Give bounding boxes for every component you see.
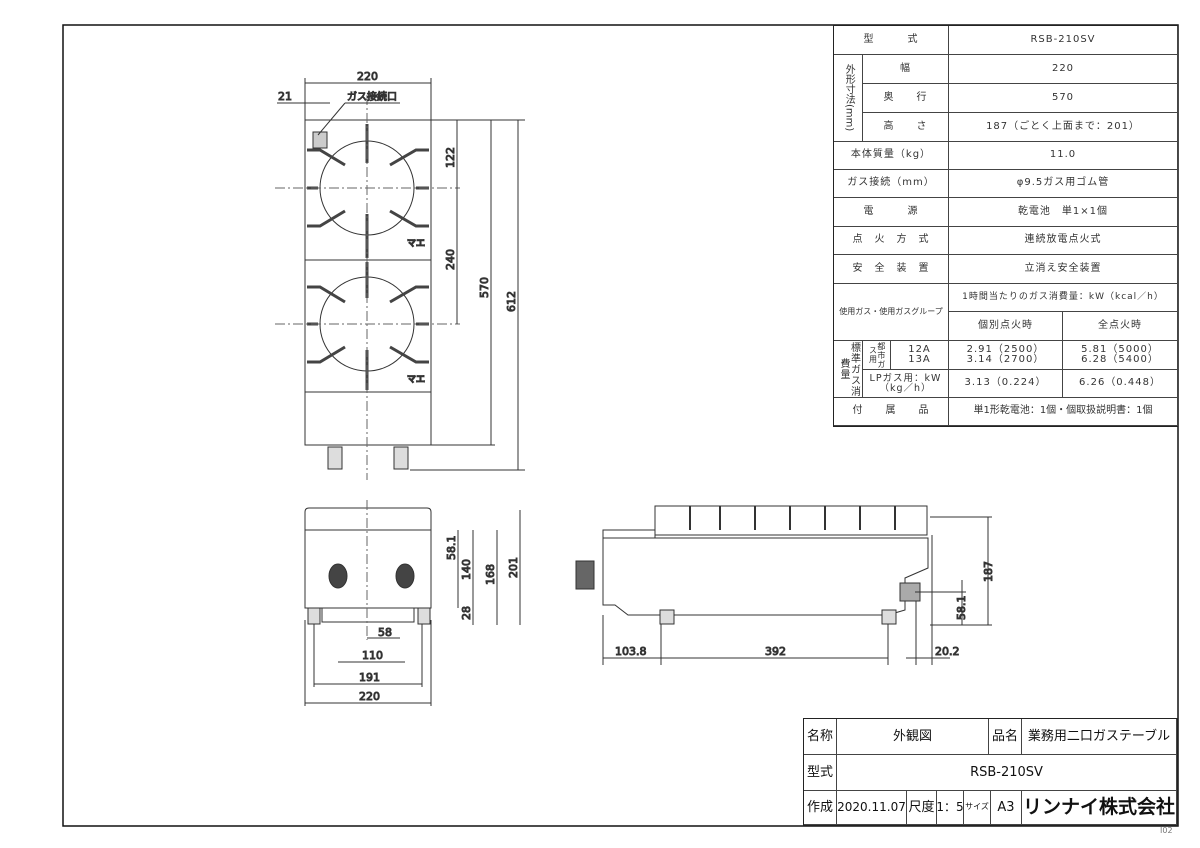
side-view: 103.8 392 20.2 187 58.1 [575, 505, 996, 665]
value-gas-conn: φ9.5ガス用ゴム管 [949, 170, 1178, 198]
dim-122: 122 [444, 147, 457, 168]
label-ignition: 点 火 方 式 [834, 227, 949, 255]
value-model-tb: RSB-210SV [837, 755, 1177, 791]
label-gas-conn: ガス接続（mm） [834, 170, 949, 198]
label-scale: 尺度 [907, 791, 937, 825]
dim-612: 612 [505, 291, 518, 312]
label-individual: 個別点火時 [949, 312, 1063, 341]
value-width: 220 [949, 55, 1178, 84]
dim-28: 28 [460, 606, 473, 620]
value-name: 外観図 [837, 719, 989, 755]
value-depth: 570 [949, 84, 1178, 113]
dim-140: 140 [460, 559, 473, 580]
value-model: RSB-210SV [949, 26, 1178, 55]
label-accessories: 付 属 品 [834, 398, 949, 426]
title-block: 名称 外観図 品名 業務用二口ガステーブル 型式 RSB-210SV 作成 20… [803, 718, 1178, 826]
label-city-gas: 都市ガス用 [863, 341, 891, 370]
spec-table: 型 式 RSB-210SV 外形寸法(mm) 幅 220 奥 行 570 高 さ… [833, 25, 1178, 427]
sheet-code: I02 [1160, 826, 1173, 835]
dim-58-1: 58.1 [445, 536, 458, 561]
company-name: リンナイ株式会社 [1022, 791, 1177, 825]
dim-168: 168 [484, 564, 497, 585]
label-dims-group: 外形寸法(mm) [834, 55, 863, 142]
dim-103-8: 103.8 [615, 645, 647, 658]
front-view: 58.1 140 168 201 28 58 110 191 220 [304, 500, 521, 706]
dim-110: 110 [362, 649, 383, 662]
dim-offset: 21 [278, 90, 292, 103]
value-safety: 立消え安全装置 [949, 255, 1178, 284]
burner-mark: マエ [407, 239, 425, 249]
value-mass: 11.0 [949, 142, 1178, 170]
dim-187: 187 [982, 561, 995, 582]
label-height: 高 さ [863, 113, 949, 142]
value-scale: 1：5 [936, 791, 964, 825]
label-all: 全点火時 [1063, 312, 1178, 341]
dim-201: 201 [507, 557, 520, 578]
sheet-frame [62, 24, 1179, 827]
label-lp-gas: LPガス用：kW （kg／h） [863, 370, 949, 398]
label-model-tb: 型式 [804, 755, 837, 791]
city-individual: 2.91（2500） 3.14（2700） [949, 341, 1063, 370]
gas-inlet-label: ガス接続口 [347, 90, 397, 103]
label-model: 型 式 [834, 26, 949, 55]
dim-58-1-side: 58.1 [955, 596, 968, 621]
label-size: サイズ [964, 791, 991, 825]
burner-mark: マエ [407, 375, 425, 385]
dim-392: 392 [765, 645, 786, 658]
lp-all: 6.26（0.448） [1063, 370, 1178, 398]
value-date: 2020.11.07 [837, 791, 907, 825]
dim-20-2: 20.2 [935, 645, 960, 658]
label-depth: 奥 行 [863, 84, 949, 113]
value-height: 187（ごとく上面まで：201） [949, 113, 1178, 142]
label-mass: 本体質量（kg） [834, 142, 949, 170]
dim-220: 220 [359, 690, 380, 703]
label-power: 電 源 [834, 198, 949, 227]
dim-191: 191 [359, 671, 380, 684]
label-std-gas: 標準ガス消費量 [834, 341, 863, 398]
lp-individual: 3.13（0.224） [949, 370, 1063, 398]
value-size: A3 [991, 791, 1022, 825]
label-gas-group: 使用ガス・使用ガスグループ [834, 284, 949, 341]
value-accessories: 単1形乾電池：1個・個取扱説明書：1個 [949, 398, 1178, 426]
dim-570: 570 [478, 277, 491, 298]
label-product: 品名 [989, 719, 1022, 755]
dim-58: 58 [378, 626, 392, 639]
label-safety: 安 全 装 置 [834, 255, 949, 284]
top-view: マエ マエ 220 21 ガス接続口 122 240 570 612 [275, 70, 525, 480]
city-all: 5.81（5000） 6.28（5400） [1063, 341, 1178, 370]
label-created: 作成 [804, 791, 837, 825]
value-ignition: 連続放電点火式 [949, 227, 1178, 255]
city-gas-types: 12A 13A [891, 341, 949, 370]
consumption-header: 1時間当たりのガス消費量：kW（kcal／h） [949, 284, 1178, 312]
label-width: 幅 [863, 55, 949, 84]
dim-width: 220 [357, 70, 378, 83]
value-power: 乾電池 単1×1個 [949, 198, 1178, 227]
label-name: 名称 [804, 719, 837, 755]
dim-240: 240 [444, 249, 457, 270]
value-product: 業務用二口ガステーブル [1022, 719, 1177, 755]
